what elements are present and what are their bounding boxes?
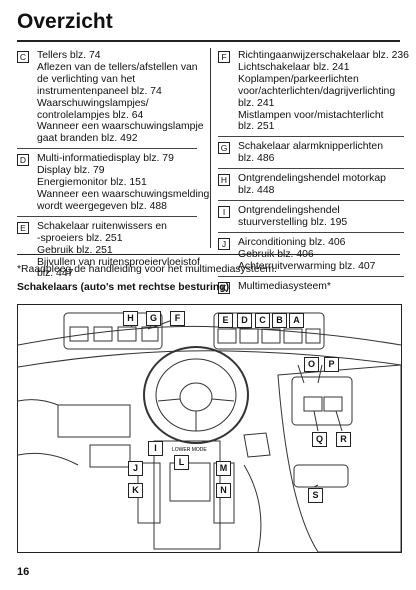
- entry-k: K Multimediasysteem*: [218, 281, 404, 296]
- key-label: F: [218, 51, 230, 63]
- right-column: F Richtingaanwijzerschakelaar blz. 236 L…: [218, 50, 409, 299]
- key-label: K: [218, 281, 230, 294]
- entry-line: blz. 448: [238, 185, 275, 197]
- entry-line: Wanneer een waarschuwingslampje: [37, 121, 204, 133]
- entry-line: Multi-informatiedisplay blz. 79: [37, 153, 174, 165]
- entry-c: C Tellers blz. 74 Aflezen van de tellers…: [17, 50, 204, 150]
- entry-line: Airconditioning blz. 406: [238, 236, 346, 248]
- key-label: C: [17, 51, 29, 63]
- page-title: Overzicht: [17, 10, 113, 33]
- entry-line: instrumentenpaneel blz. 74: [37, 85, 162, 97]
- figure-label-l: L: [174, 455, 189, 470]
- title-rule: [17, 40, 400, 42]
- entry-line: Mistlampen voor/mistachterlicht: [238, 109, 384, 121]
- entry-line: Tellers blz. 74: [37, 50, 101, 61]
- entry-line: Wanneer een waarschuwingsmelding: [37, 188, 210, 200]
- entry-g: G Schakelaar alarmknipperlichten blz. 48…: [218, 141, 404, 170]
- entry-line: blz. 241: [238, 97, 275, 109]
- figure-label-n: N: [216, 483, 231, 498]
- entry-line: blz. 486: [238, 153, 275, 165]
- section-subheading: Schakelaars (auto's met rechtse besturin…: [17, 282, 230, 293]
- figure-label-f: F: [170, 311, 185, 326]
- key-label: E: [17, 221, 29, 234]
- dashboard-illustration: LOWER MODE: [18, 312, 401, 552]
- figure-label-s: S: [308, 488, 323, 503]
- entry-h: H Ontgrendelingshendel motorkap blz. 448: [218, 173, 404, 201]
- entry-line: Schakelaar ruitenwissers en: [37, 220, 167, 232]
- entry-line: Achterruitverwarming blz. 407: [238, 260, 376, 272]
- entry-line: blz. 251: [238, 121, 275, 133]
- entry-line: stuurverstelling blz. 195: [238, 216, 348, 228]
- entry-line: blz. 447: [37, 268, 74, 280]
- column-separator: [210, 48, 211, 248]
- figure-label-g: G: [146, 311, 161, 326]
- page-number: 16: [17, 566, 30, 578]
- figure-label-b: B: [272, 313, 287, 328]
- entry-line: wordt weergegeven blz. 488: [37, 200, 167, 212]
- figure-label-p: P: [324, 357, 339, 372]
- figure-label-i: I: [148, 441, 163, 456]
- footnote: *Raadpleeg de handleiding voor het multi…: [17, 264, 277, 275]
- entry-f: F Richtingaanwijzerschakelaar blz. 236 L…: [218, 50, 409, 138]
- entry-line: Energiemonitor blz. 151: [37, 177, 147, 189]
- figure-label-h: H: [123, 311, 138, 326]
- entry-line: Waarschuwingslampjes/: [37, 97, 149, 109]
- figure-label-e: E: [218, 313, 233, 328]
- entry-line: Multimediasysteem*: [238, 280, 331, 292]
- entry-line: de verlichting van het: [37, 73, 136, 85]
- figure-label-o: O: [304, 357, 319, 372]
- section-rule: [17, 254, 400, 255]
- left-column: C Tellers blz. 74 Aflezen van de tellers…: [17, 50, 210, 287]
- key-label: I: [218, 205, 230, 218]
- entry-line: Aflezen van de tellers/afstellen van: [37, 61, 198, 73]
- figure-label-d: D: [237, 313, 252, 328]
- entry-line: controlelampjes blz. 64: [37, 109, 144, 121]
- key-label: J: [218, 237, 230, 250]
- key-label: G: [218, 142, 230, 155]
- entry-line: Richtingaanwijzerschakelaar blz. 236: [238, 50, 409, 61]
- figure-label-q: Q: [312, 432, 327, 447]
- entry-line: Ontgrendelingshendel: [238, 204, 340, 216]
- entry-line: Ontgrendelingshendel motorkap: [238, 173, 386, 185]
- entry-line: -sproeiers blz. 251: [37, 232, 123, 244]
- dashboard-figure: LOWER MODE H G F E D C B A I J K L M N O…: [17, 304, 402, 553]
- figure-label-c: C: [255, 313, 270, 328]
- entry-line: Gebruik blz. 251: [37, 244, 113, 256]
- key-label: D: [17, 154, 29, 167]
- entry-line: Lichtschakelaar blz. 241: [238, 61, 350, 73]
- entry-line: Schakelaar alarmknipperlichten: [238, 141, 383, 153]
- entry-i: I Ontgrendelingshendel stuurverstelling …: [218, 205, 404, 233]
- figure-label-j: J: [128, 461, 143, 476]
- figure-label-a: A: [289, 313, 304, 328]
- key-label: H: [218, 174, 230, 187]
- figure-label-m: M: [216, 461, 231, 476]
- entry-line: gaat branden blz. 492: [37, 133, 138, 145]
- entry-d: D Multi-informatiedisplay blz. 79 Displa…: [17, 153, 210, 217]
- entry-line: Display blz. 79: [37, 165, 105, 177]
- figure-mode-text: LOWER MODE: [172, 447, 207, 453]
- figure-label-r: R: [336, 432, 351, 447]
- figure-label-k: K: [128, 483, 143, 498]
- entry-line: Bijvullen van ruitensproeiervloeistof: [37, 256, 200, 268]
- entry-e: E Schakelaar ruitenwissers en -sproeiers…: [17, 220, 200, 284]
- entry-line: voor/achterlichten/dagrijverlichting: [238, 85, 396, 97]
- entry-line: Koplampen/parkeerlichten: [238, 73, 359, 85]
